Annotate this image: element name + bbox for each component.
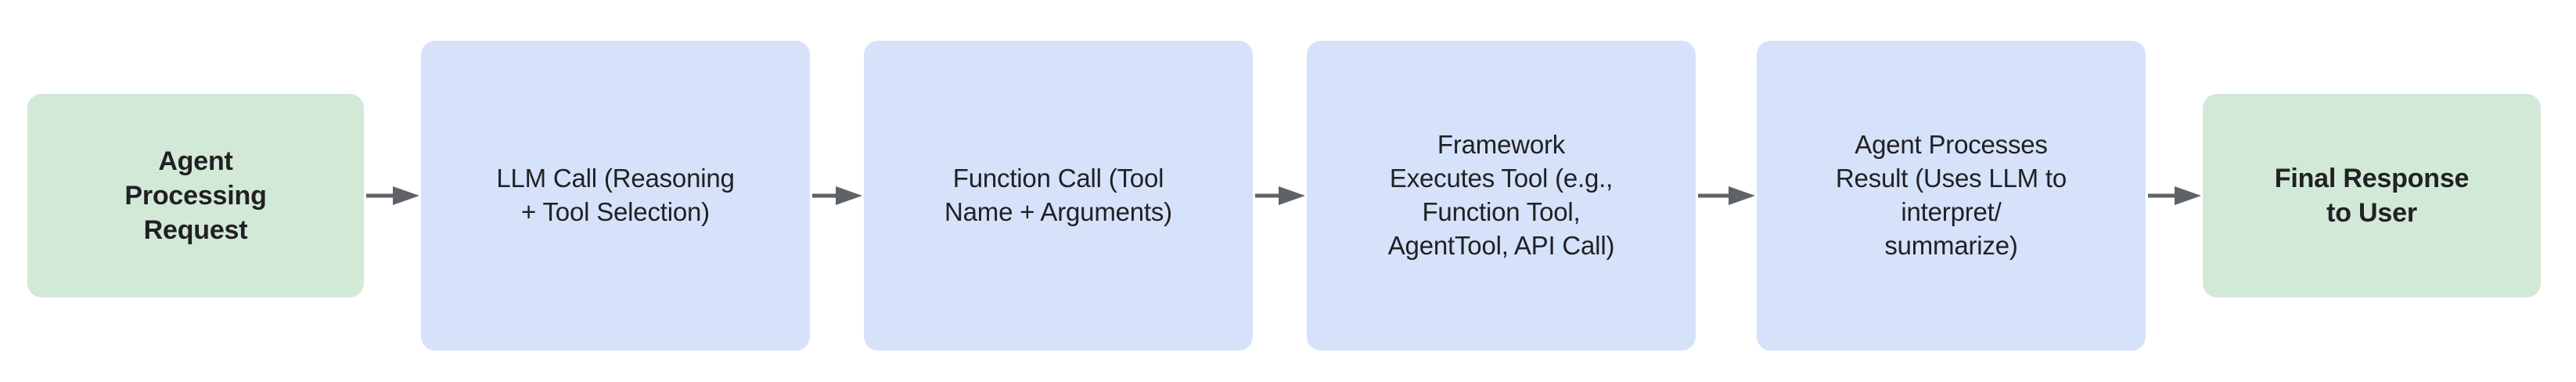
flow-arrow-agent-processing-request-to-llm-call [366,180,419,211]
arrow-head [836,186,862,205]
flow-node-llm-call[interactable]: LLM Call (Reasoning + Tool Selection) [421,41,810,351]
flow-node-label: Final Response to User [2274,163,2470,228]
flow-arrow-framework-executes-tool-to-agent-processes-result [1698,180,1755,211]
flow-arrow-agent-processes-result-to-final-response-to-user [2148,180,2201,211]
flow-node-function-call[interactable]: Function Call (Tool Name + Arguments) [864,41,1253,351]
flow-node-agent-processes-result[interactable]: Agent Processes Result (Uses LLM to inte… [1757,41,2146,351]
arrow-head [1279,186,1305,205]
flow-node-label: Framework Executes Tool (e.g., Function … [1387,130,1615,260]
flow-node-final-response-to-user[interactable]: Final Response to User [2203,94,2541,297]
arrow-head [393,186,419,205]
flow-arrow-llm-call-to-function-call [812,180,862,211]
flow-node-framework-executes-tool[interactable]: Framework Executes Tool (e.g., Function … [1307,41,1696,351]
flow-node-label: Function Call (Tool Name + Arguments) [944,164,1172,226]
arrow-head [2175,186,2201,205]
flow-node-agent-processing-request[interactable]: Agent Processing Request [27,94,364,297]
flow-arrow-function-call-to-framework-executes-tool [1255,180,1305,211]
flow-node-label: Agent Processing Request [124,146,267,246]
arrow-head [1729,186,1755,205]
flow-node-label: LLM Call (Reasoning + Tool Selection) [496,164,735,226]
flow-node-label: Agent Processes Result (Uses LLM to inte… [1835,130,2067,260]
